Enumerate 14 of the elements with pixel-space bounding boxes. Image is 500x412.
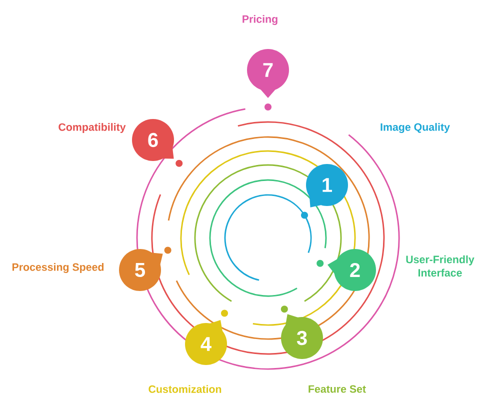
number-bubble: 6: [132, 119, 174, 161]
number-bubble: 4: [185, 320, 227, 365]
feature-label: Image Quality: [380, 123, 450, 133]
number-bubble: 7: [247, 49, 289, 98]
feature-label: Pricing: [242, 15, 278, 25]
number-bubble: 3: [281, 314, 323, 359]
feature-label: Customization: [148, 385, 222, 393]
number-bubble: 5: [119, 249, 163, 291]
feature-label: Feature Set: [308, 385, 366, 393]
feature-label: Processing Speed: [12, 263, 104, 273]
feature-label: Compatibility: [58, 123, 126, 133]
feature-label: User-Friendly Interface: [406, 255, 474, 277]
number-bubble: 2: [328, 249, 376, 291]
number-bubble: 1: [306, 164, 348, 208]
